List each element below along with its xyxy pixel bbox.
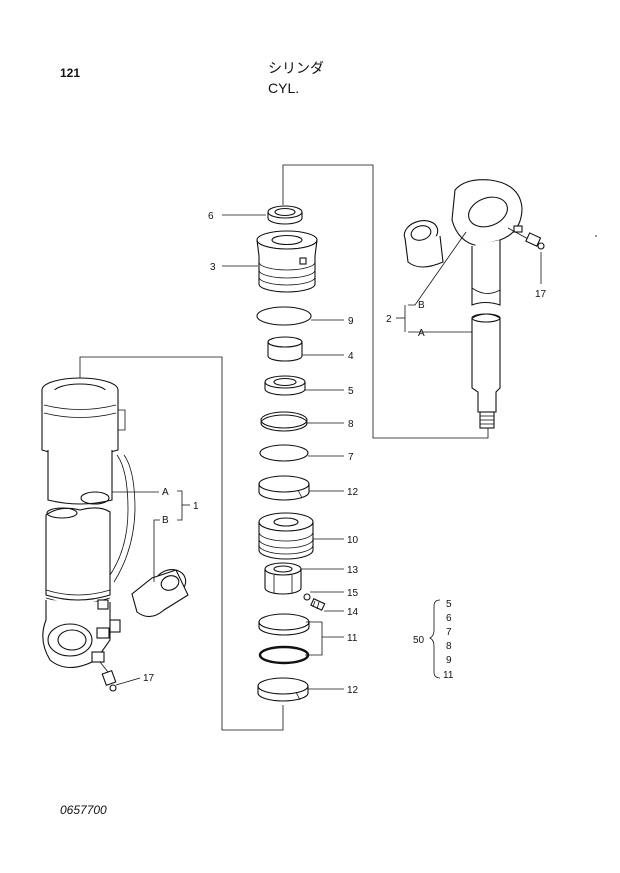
part-17-grease-nipple-rod (507, 227, 545, 250)
callout-13: 13 (347, 565, 359, 576)
callout-4: 4 (348, 351, 354, 362)
stray-mark (595, 235, 597, 237)
kit-item: 11 (443, 670, 454, 681)
rod-label-b: B (418, 300, 425, 311)
part-8-rod-seal (260, 411, 308, 432)
kit-item: 7 (446, 627, 452, 638)
tube-routing-line (79, 356, 284, 731)
tube-bushing-b (131, 569, 189, 618)
rod-label-a: A (418, 328, 425, 339)
callout-17-rod: 17 (535, 289, 547, 300)
part-3-rod-cover (256, 230, 318, 293)
callout-17-tube: 17 (143, 673, 155, 684)
part-5-buffer-seal (264, 375, 306, 396)
part-12-slide-ring-upper (258, 475, 310, 501)
callout-8: 8 (348, 419, 354, 430)
callout-2: 2 (386, 314, 392, 325)
page-number: 121 (60, 66, 81, 80)
kit-50-group: 50 5 6 7 8 9 11 (413, 599, 454, 681)
part-14-set-screw (310, 598, 326, 611)
rod-bushing-b (403, 220, 444, 268)
kit-item: 8 (446, 641, 452, 652)
title-japanese: シリンダ (268, 61, 324, 77)
callout-5: 5 (348, 386, 354, 397)
callout-3: 3 (210, 262, 216, 273)
kit-item: 6 (446, 613, 452, 624)
callout-7: 7 (348, 452, 354, 463)
part-2-piston-rod (451, 179, 523, 429)
part-13-nut (264, 562, 302, 595)
callout-11: 11 (347, 633, 358, 644)
part-15-steel-ball (303, 593, 311, 601)
callout-15: 15 (347, 588, 359, 599)
part-17-grease-nipple-tube (99, 661, 117, 692)
part-7-backup-ring (259, 444, 309, 462)
tube-label-b: B (162, 515, 169, 526)
kit-number: 50 (413, 635, 425, 646)
callout-10: 10 (347, 535, 359, 546)
callout-6: 6 (208, 211, 214, 222)
tube-label-a: A (162, 487, 169, 498)
callout-12-lower: 12 (347, 685, 359, 696)
part-4-bushing (267, 336, 303, 362)
part-1-cylinder-tube (41, 377, 136, 669)
callout-12-upper: 12 (347, 487, 359, 498)
part-10-piston (258, 512, 314, 560)
document-code: 0657700 (60, 803, 107, 817)
title-english: CYL. (268, 80, 300, 96)
rod-routing-line (282, 164, 489, 439)
callout-14: 14 (347, 607, 359, 618)
leader-lines (112, 214, 542, 690)
part-12-slide-ring-lower (257, 677, 309, 702)
callout-1: 1 (193, 501, 199, 512)
kit-item: 5 (446, 599, 452, 610)
part-6-dust-seal (267, 205, 303, 225)
callout-9: 9 (348, 316, 354, 327)
part-9-o-ring (256, 306, 312, 326)
part-11-piston-seal (258, 613, 310, 665)
kit-item: 9 (446, 655, 452, 666)
